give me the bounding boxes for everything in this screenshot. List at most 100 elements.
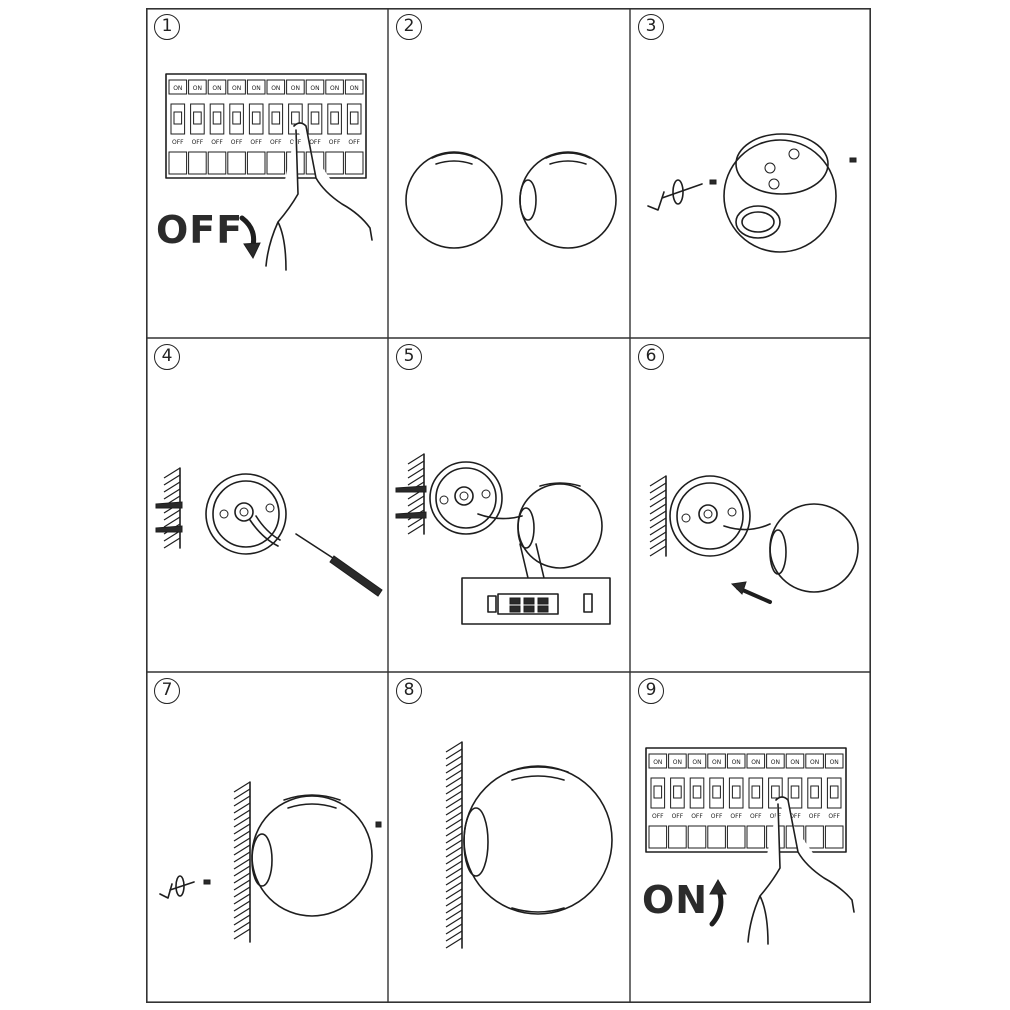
- wall-plug-icon: [395, 485, 427, 519]
- pointing-hand-icon: [747, 796, 855, 945]
- step-6-panel: 6: [630, 338, 871, 672]
- step-6-illustration: [649, 475, 859, 604]
- sphere-wall-lamp-icon: [463, 765, 613, 915]
- off-label: OFF: [348, 139, 360, 146]
- breaker-switch: ON OFF: [325, 79, 344, 175]
- breaker-switch: ON OFF: [746, 753, 766, 849]
- grid-lines: [146, 8, 871, 1003]
- on-label: ON: [692, 759, 701, 766]
- screw-icon: [159, 821, 382, 899]
- off-label: OFF: [828, 813, 840, 820]
- step-3-panel: 3: [630, 8, 871, 338]
- breaker-switch: ON OFF: [168, 79, 188, 175]
- on-label: ON: [830, 759, 839, 766]
- step-9-panel: ONOFFONOFFONOFFONOFFONOFFONOFFONOFFONOFF…: [630, 672, 871, 1003]
- on-caption: ON: [642, 878, 709, 922]
- sphere-wall-lamp-icon: [519, 151, 617, 249]
- on-label: ON: [271, 85, 280, 92]
- breaker-switch: ON OFF: [805, 753, 824, 849]
- wall-hatch-icon: [649, 475, 667, 557]
- off-label: OFF: [172, 139, 184, 146]
- off-label: OFF: [231, 139, 243, 146]
- step-number-badge: 4: [154, 344, 180, 370]
- step-1-panel: ON OFF ON OFF ON OFF ON OFF ON OFF ON OFF ON OFF ON OFF…: [146, 8, 388, 338]
- wall-hatch-icon: [233, 781, 251, 943]
- mounting-plate-icon: [669, 475, 771, 557]
- breaker-switch: ON OFF: [648, 753, 668, 849]
- on-label: ON: [810, 759, 819, 766]
- breaker-switch: ON OFF: [824, 753, 844, 849]
- off-label: OFF: [750, 813, 762, 820]
- on-label: ON: [173, 85, 182, 92]
- step-9-illustration: ONOFFONOFFONOFFONOFFONOFFONOFFONOFFONOFF…: [645, 747, 855, 945]
- step-number-badge: 7: [154, 678, 180, 704]
- step-number-badge: 8: [396, 678, 422, 704]
- on-label: ON: [751, 759, 760, 766]
- step-2-panel: 2: [388, 8, 630, 338]
- step-number-badge: 6: [638, 344, 664, 370]
- step-5-illustration: [395, 453, 611, 625]
- step-7-illustration: [159, 781, 382, 943]
- sphere-wall-lamp-icon: [251, 794, 373, 917]
- step-number-badge: 1: [154, 14, 180, 40]
- circuit-breaker-panel-icon: ONOFFONOFFONOFFONOFFONOFFONOFFONOFFONOFF…: [645, 747, 847, 853]
- direction-arrow-icon: [730, 581, 772, 604]
- down-arrow-icon: [239, 215, 261, 260]
- breaker-switch: ON OFF: [266, 79, 286, 175]
- terminal-block-icon: [461, 543, 611, 625]
- on-label: ON: [350, 85, 359, 92]
- mounting-plate-icon: [205, 473, 287, 555]
- breaker-switch: ON OFF: [707, 753, 726, 849]
- step-7-panel: 7: [146, 672, 388, 1003]
- hex-key-icon: [647, 179, 703, 211]
- on-label: ON: [732, 759, 741, 766]
- breaker-switch: ON OFF: [344, 79, 364, 175]
- step-8-panel: 8: [388, 672, 630, 1003]
- wall-hatch-icon: [445, 741, 463, 949]
- off-label: OFF: [309, 139, 321, 146]
- on-label: ON: [771, 759, 780, 766]
- on-label: ON: [712, 759, 721, 766]
- step-8-illustration: [445, 741, 613, 949]
- sphere-wall-lamp-icon: [723, 133, 837, 253]
- off-label: OFF: [730, 813, 742, 820]
- off-label: OFF: [250, 139, 262, 146]
- step-number-badge: 9: [638, 678, 664, 704]
- wall-plug-icon: [155, 501, 183, 533]
- step-number-badge: 3: [638, 14, 664, 40]
- off-label: OFF: [652, 813, 664, 820]
- breaker-switch: ON OFF: [785, 753, 805, 849]
- on-label: ON: [790, 759, 799, 766]
- on-label: ON: [232, 85, 241, 92]
- on-label: ON: [673, 759, 682, 766]
- breaker-switch: ON OFF: [188, 79, 207, 175]
- off-label: OFF: [329, 139, 341, 146]
- sphere-wall-lamp-icon: [517, 482, 603, 569]
- off-label: OFF: [270, 139, 282, 146]
- up-arrow-icon: [709, 878, 727, 927]
- on-label: ON: [212, 85, 221, 92]
- step-4-panel: 4: [146, 338, 388, 672]
- step-1-illustration: ON OFF ON OFF ON OFF ON OFF ON OFF ON OFF ON OFF ON OFF…: [165, 73, 373, 271]
- step-number-badge: 2: [396, 14, 422, 40]
- on-label: ON: [193, 85, 202, 92]
- breaker-switch: ON OFF: [227, 79, 246, 175]
- sphere-wall-lamp-icon: [769, 503, 859, 593]
- sphere-wall-lamp-icon: [405, 151, 503, 249]
- off-caption: OFF: [156, 208, 244, 252]
- off-label: OFF: [789, 813, 801, 820]
- step-2-illustration: [405, 151, 617, 249]
- off-label: OFF: [809, 813, 821, 820]
- off-label: OFF: [192, 139, 204, 146]
- off-label: OFF: [711, 813, 723, 820]
- step-number-badge: 5: [396, 344, 422, 370]
- on-label: ON: [330, 85, 339, 92]
- step-3-illustration: [647, 133, 857, 253]
- on-label: ON: [653, 759, 662, 766]
- on-label: ON: [310, 85, 319, 92]
- screwdriver-icon: [295, 533, 383, 597]
